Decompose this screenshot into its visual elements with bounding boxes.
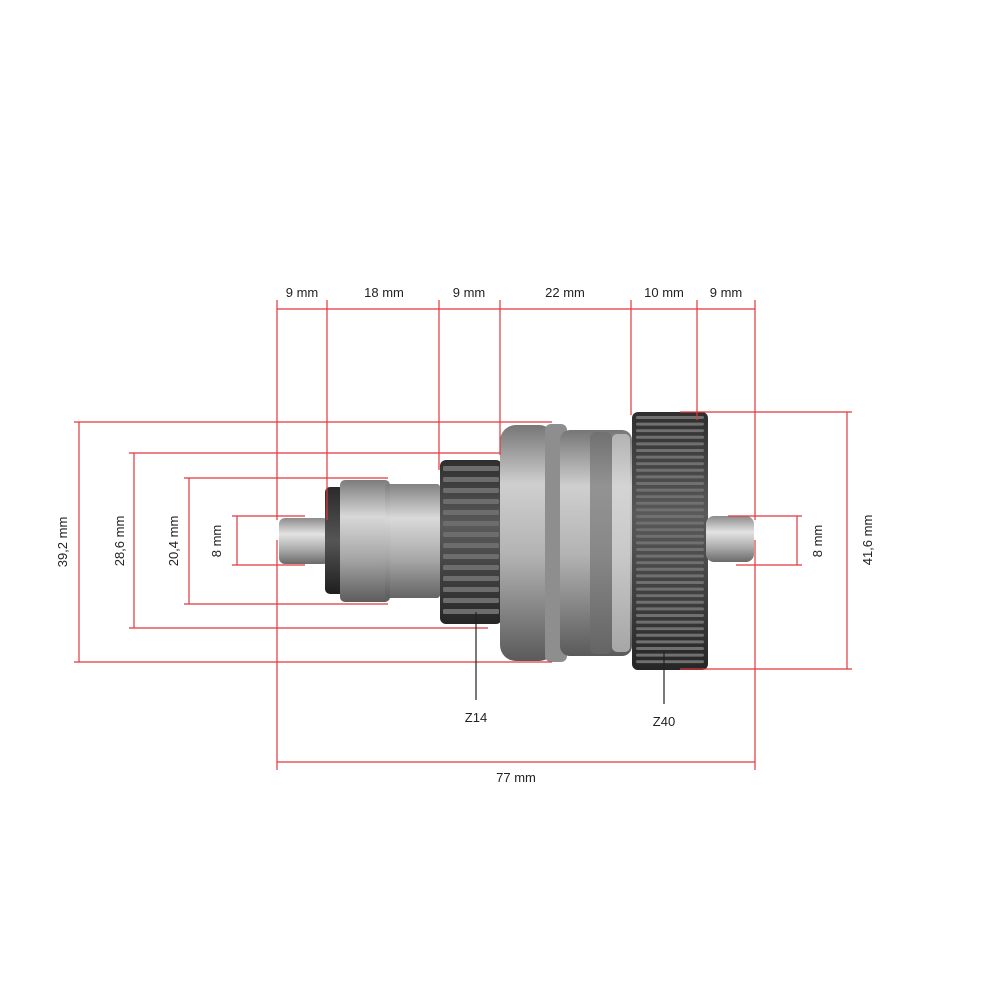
gear-tooth — [636, 567, 704, 571]
gear-tooth — [443, 532, 499, 537]
gear-tooth — [636, 435, 704, 439]
gear-tooth — [636, 495, 704, 499]
gear-tooth — [443, 499, 499, 504]
gear-tooth — [636, 429, 704, 433]
gear-tooth — [636, 633, 704, 637]
gear-tooth — [636, 640, 704, 644]
top-dimension-labels: 9 mm 18 mm 9 mm 22 mm 10 mm 9 mm — [286, 285, 743, 300]
total-length-label: 77 mm — [496, 770, 536, 785]
gear-tooth — [636, 422, 704, 426]
gear-tooth — [636, 442, 704, 446]
gear-tooth — [636, 614, 704, 617]
gear-tooth — [636, 515, 704, 518]
gear-tooth — [636, 449, 704, 452]
gear-tooth — [443, 598, 499, 603]
gear-tooth — [443, 609, 499, 614]
gear-tooth — [636, 521, 704, 525]
gear-tooth — [636, 627, 704, 631]
gear-tooth — [636, 607, 704, 611]
sleeve-step — [385, 484, 440, 598]
gear-tooth — [636, 620, 704, 624]
gear-tooth — [443, 510, 499, 515]
pinion-gear-z14 — [440, 460, 502, 624]
gear-tooth — [636, 416, 704, 419]
gear-tooth — [636, 468, 704, 472]
z14-label: Z14 — [465, 710, 487, 725]
sleeve — [340, 480, 390, 602]
gear-tooth — [443, 587, 499, 592]
top-dim-label-1: 9 mm — [286, 285, 319, 300]
left-shaft-label: 8 mm — [209, 525, 224, 558]
gear-tooth — [443, 565, 499, 570]
leader-lines — [475, 612, 665, 704]
ring-gear-z40 — [632, 412, 708, 670]
gear-tooth — [636, 534, 704, 538]
gear-tooth — [636, 548, 704, 551]
gear-tooth — [443, 477, 499, 482]
left-dimension-labels: 39,2 mm 28,6 mm 20,4 mm 8 mm — [55, 516, 224, 568]
gear-tooth — [636, 647, 704, 650]
dimension-lines — [74, 300, 852, 770]
gear-tooth — [636, 455, 704, 459]
right-gear-label: 41,6 mm — [860, 515, 875, 566]
gear-tooth — [636, 587, 704, 591]
top-dim-label-3: 9 mm — [453, 285, 486, 300]
left-third-label: 20,4 mm — [166, 516, 181, 567]
top-dim-label-4: 22 mm — [545, 285, 585, 300]
gear-tooth — [636, 554, 704, 558]
gear-tooth — [443, 488, 499, 493]
gear-tooth — [636, 528, 704, 532]
top-dim-label-5: 10 mm — [644, 285, 684, 300]
right-shaft — [706, 516, 754, 562]
gear-tooth — [636, 561, 704, 565]
left-second-label: 28,6 mm — [112, 516, 127, 567]
gear-tooth — [636, 660, 704, 664]
gear-tooth — [443, 521, 499, 526]
gear-tooth — [636, 594, 704, 598]
clutch-drum — [500, 424, 632, 662]
left-outer-label: 39,2 mm — [55, 517, 70, 568]
left-shaft — [279, 518, 329, 564]
gear-tooth — [636, 462, 704, 466]
gear-tooth — [636, 482, 704, 485]
gear-tooth — [636, 501, 704, 505]
gear-tooth — [636, 475, 704, 479]
gear-tooth — [443, 576, 499, 581]
gear-tooth — [636, 653, 704, 657]
gear-tooth — [443, 554, 499, 559]
gear-tooth — [443, 543, 499, 548]
gear-tooth — [636, 488, 704, 492]
bendix-part — [279, 412, 754, 670]
gear-tooth — [636, 600, 704, 604]
gear-tooth — [636, 581, 704, 584]
gear-tooth — [443, 466, 499, 471]
top-dim-label-6: 9 mm — [710, 285, 743, 300]
gear-tooth — [636, 574, 704, 578]
right-dimension-labels: 8 mm 41,6 mm — [810, 515, 875, 566]
right-shaft-label: 8 mm — [810, 525, 825, 558]
top-dim-label-2: 18 mm — [364, 285, 404, 300]
z40-label: Z40 — [653, 714, 675, 729]
gear-tooth — [636, 541, 704, 545]
gear-tooth — [636, 508, 704, 512]
